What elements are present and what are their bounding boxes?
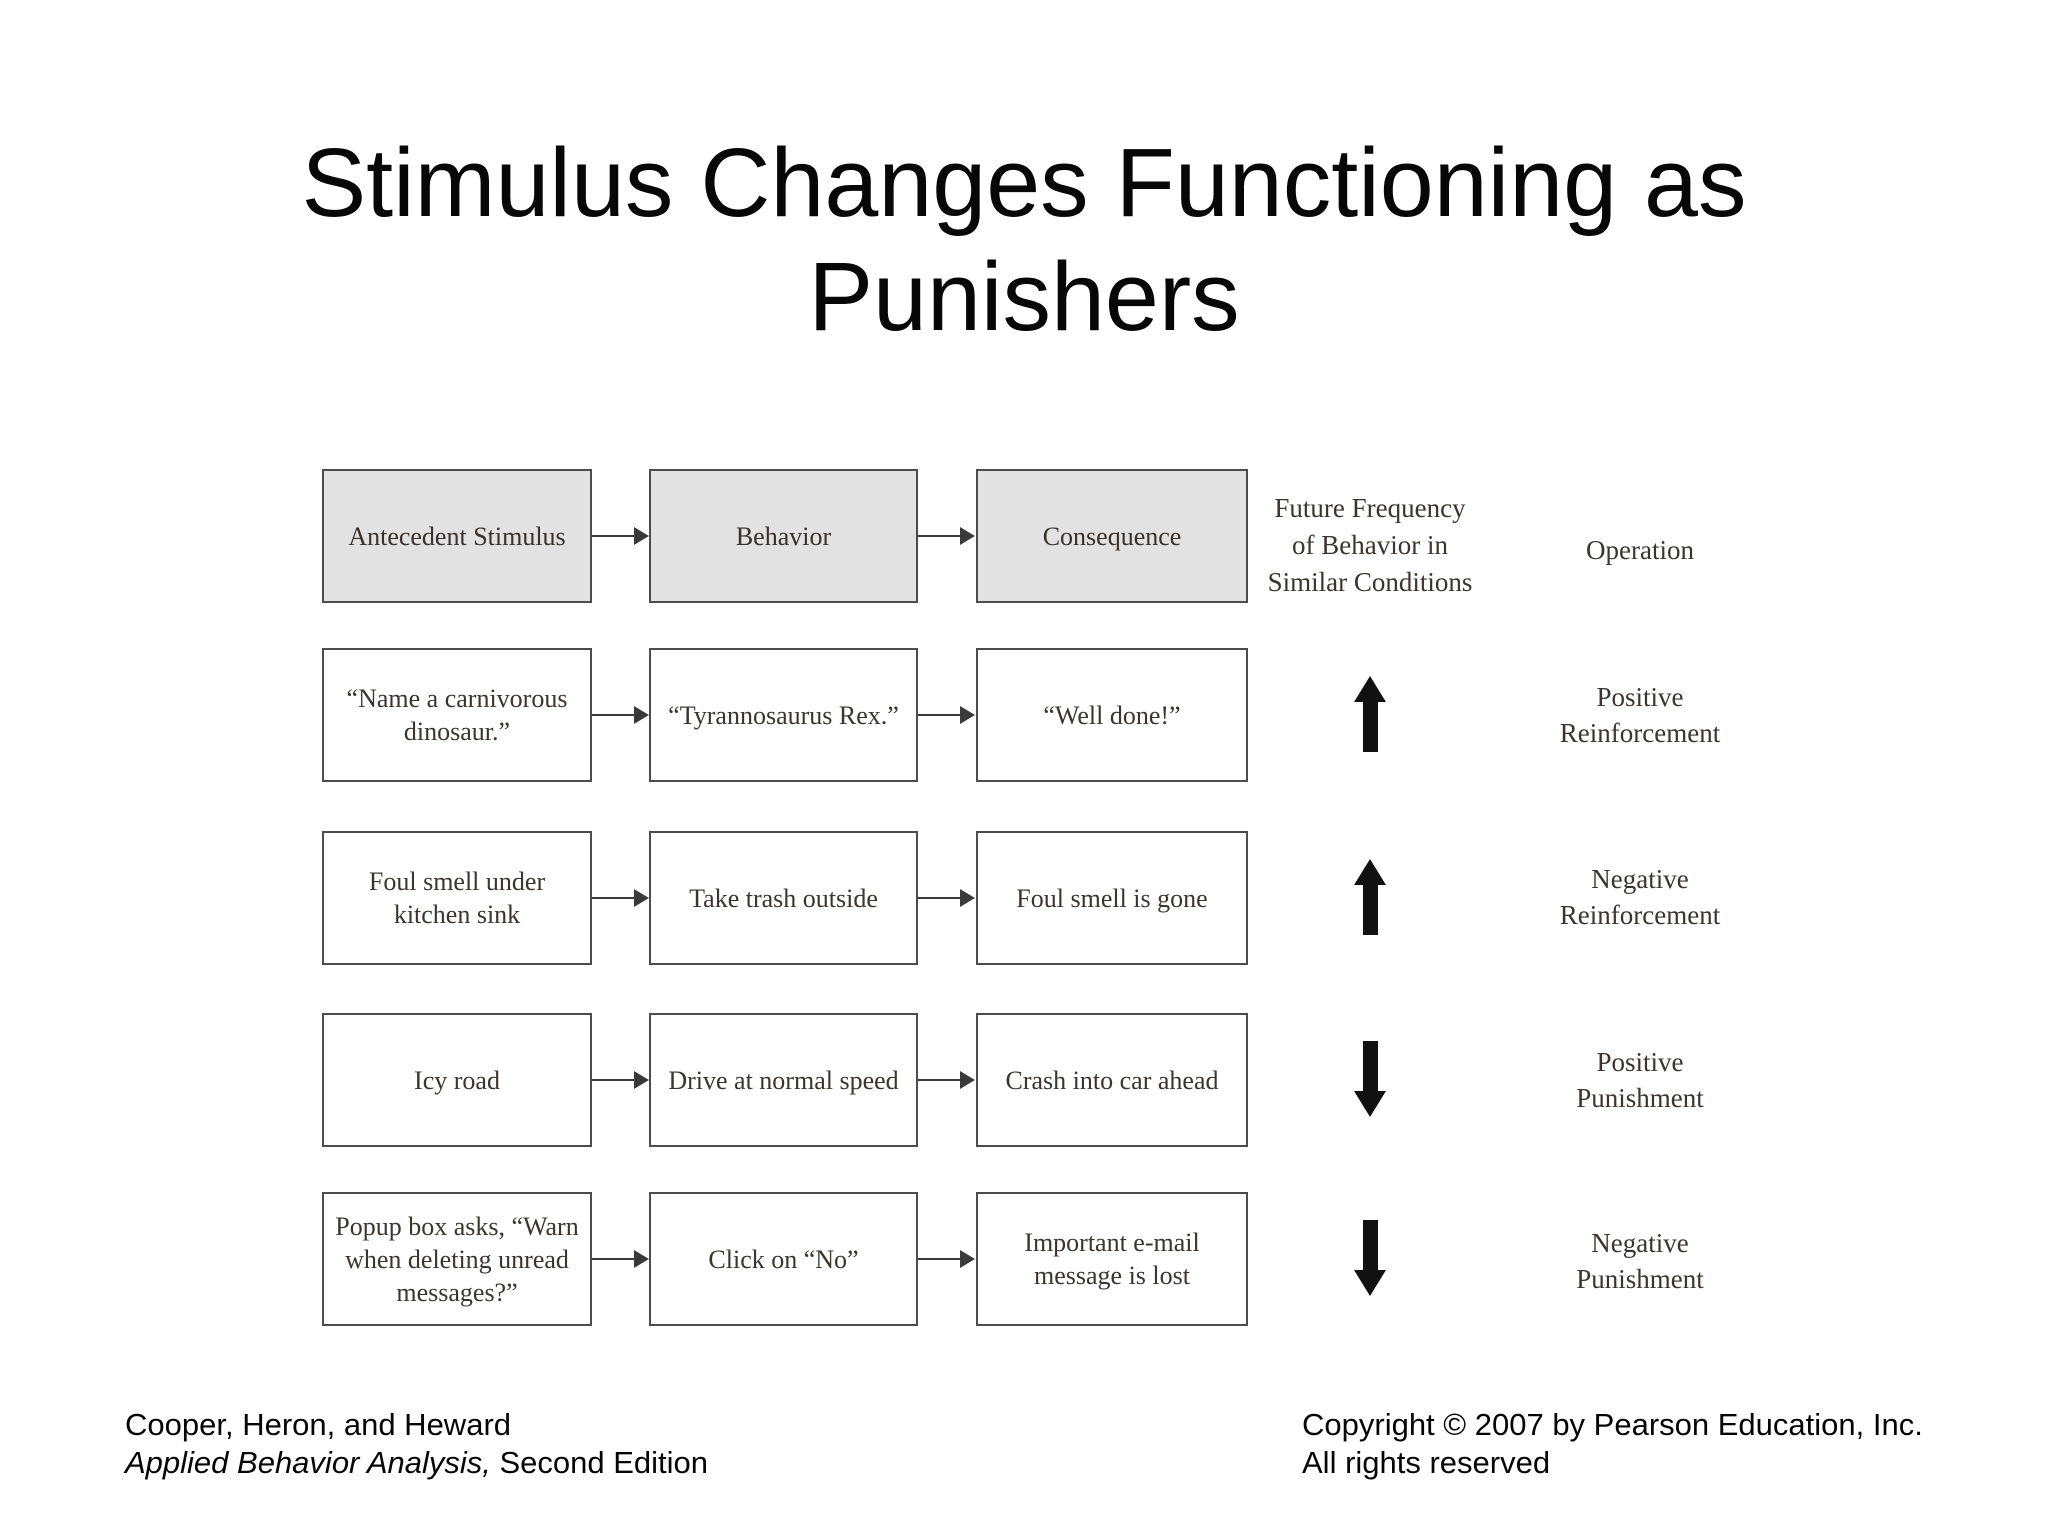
right-arrow-icon <box>918 1071 975 1089</box>
header-antecedent-stimulus: Antecedent Stimulus <box>322 469 592 603</box>
arrow-stem <box>1362 1041 1378 1091</box>
right-arrow-icon <box>918 1250 975 1268</box>
down-arrow-icon <box>1354 1220 1386 1296</box>
consequence-cell: Important e-mail message is lost <box>976 1192 1248 1326</box>
behavior-cell: Drive at normal speed <box>649 1013 918 1147</box>
consequence-cell: “Well done!” <box>976 648 1248 782</box>
title-line-2: Punishers <box>808 242 1240 351</box>
right-arrow-icon <box>592 527 649 545</box>
antecedent-cell: Popup box asks, “Warn when deleting unre… <box>322 1192 592 1326</box>
arrow-stem <box>1362 1220 1378 1270</box>
arrow-head <box>1354 676 1386 702</box>
arrow-stem <box>1362 702 1378 752</box>
copyright-line: Copyright © 2007 by Pearson Education, I… <box>1302 1407 1923 1442</box>
header-future-frequency: Future Frequency of Behavior in Similar … <box>1267 493 1473 597</box>
right-arrow-icon <box>592 706 649 724</box>
right-arrow-icon <box>592 1250 649 1268</box>
consequence-cell: Crash into car ahead <box>976 1013 1248 1147</box>
citation-book-edition: Second Edition <box>490 1445 709 1480</box>
up-arrow-icon <box>1354 859 1386 935</box>
up-arrow-icon <box>1354 676 1386 752</box>
footer-copyright: Copyright © 2007 by Pearson Education, I… <box>1302 1406 1923 1482</box>
footer-citation: Cooper, Heron, and Heward Applied Behavi… <box>125 1406 708 1482</box>
citation-book: Applied Behavior Analysis, Second Editio… <box>125 1444 708 1482</box>
header-operation: Operation <box>1586 535 1694 565</box>
behavior-cell: Take trash outside <box>649 831 918 965</box>
antecedent-cell: Icy road <box>322 1013 592 1147</box>
consequence-cell: Foul smell is gone <box>976 831 1248 965</box>
behavior-cell: Click on “No” <box>649 1192 918 1326</box>
citation-book-title: Applied Behavior Analysis, <box>125 1445 491 1480</box>
title-line-1: Stimulus Changes Functioning as <box>301 128 1747 237</box>
right-arrow-icon <box>918 889 975 907</box>
arrow-head <box>1354 859 1386 885</box>
antecedent-cell: Foul smell under kitchen sink <box>322 831 592 965</box>
operation-label: Negative Reinforcement <box>1559 864 1721 930</box>
down-arrow-icon <box>1354 1041 1386 1117</box>
operation-label: Positive Reinforcement <box>1559 682 1721 748</box>
header-consequence: Consequence <box>976 469 1248 603</box>
arrow-head <box>1354 1270 1386 1296</box>
right-arrow-icon <box>592 1071 649 1089</box>
antecedent-cell: “Name a carnivorous dinosaur.” <box>322 648 592 782</box>
right-arrow-icon <box>918 527 975 545</box>
arrow-stem <box>1362 885 1378 935</box>
arrow-head <box>1354 1091 1386 1117</box>
page-title: Stimulus Changes Functioning as Punisher… <box>0 126 2048 354</box>
operation-label: Negative Punishment <box>1576 1228 1704 1294</box>
operation-label: Positive Punishment <box>1576 1047 1704 1113</box>
right-arrow-icon <box>918 706 975 724</box>
right-arrow-icon <box>592 889 649 907</box>
citation-authors: Cooper, Heron, and Heward <box>125 1407 512 1442</box>
header-behavior: Behavior <box>649 469 918 603</box>
behavior-cell: “Tyrannosaurus Rex.” <box>649 648 918 782</box>
rights-line: All rights reserved <box>1302 1445 1551 1480</box>
